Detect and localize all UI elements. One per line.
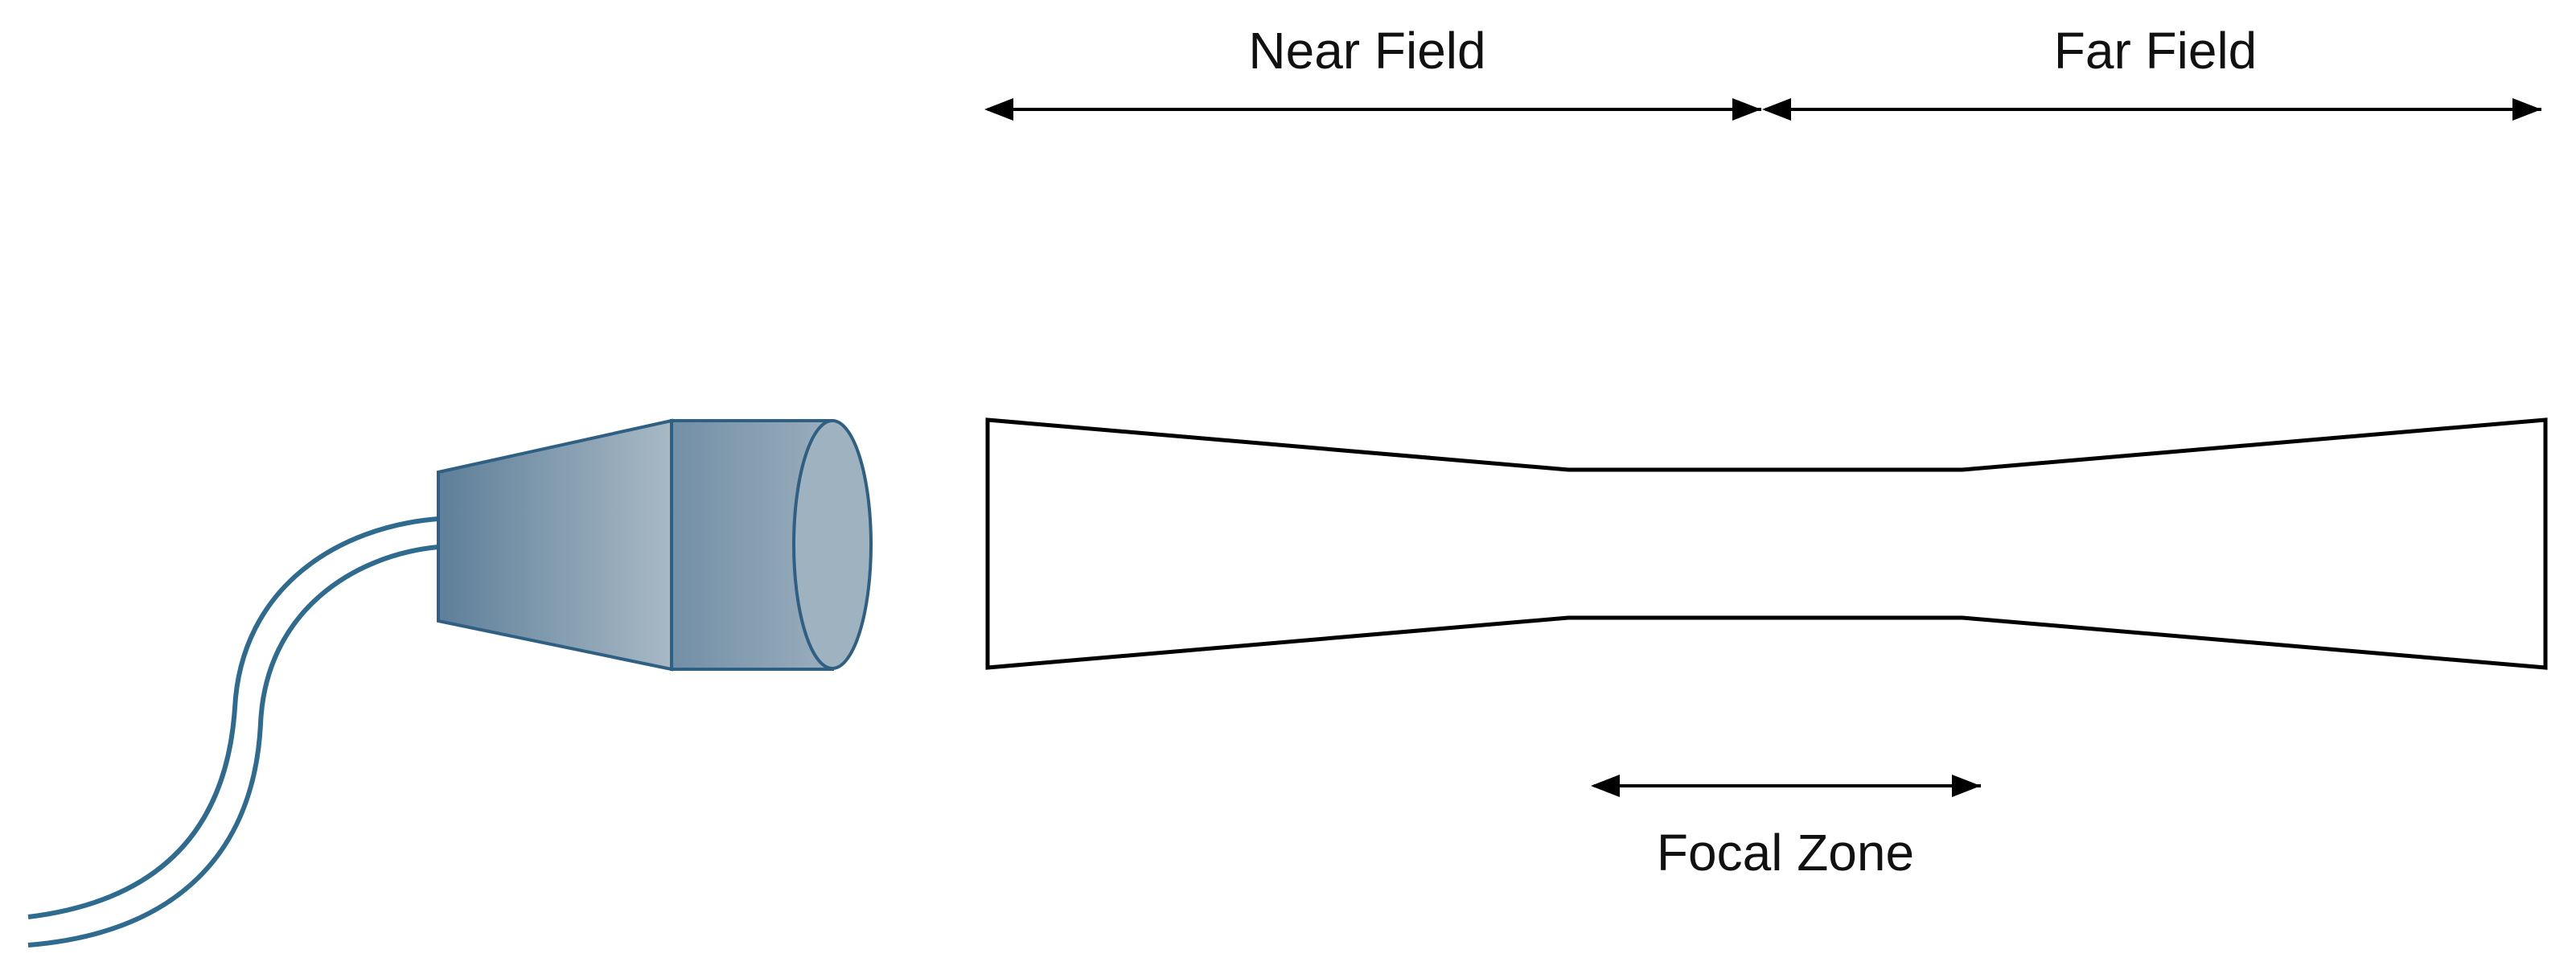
focal-zone-label: Focal Zone [1657,824,1914,882]
transducer-probe-icon [437,418,873,672]
probe-cable [27,516,439,948]
ultrasound-beam-outline [985,417,2548,670]
near-field-label: Near Field [1248,22,1485,80]
far-field-label: Far Field [2054,22,2258,80]
